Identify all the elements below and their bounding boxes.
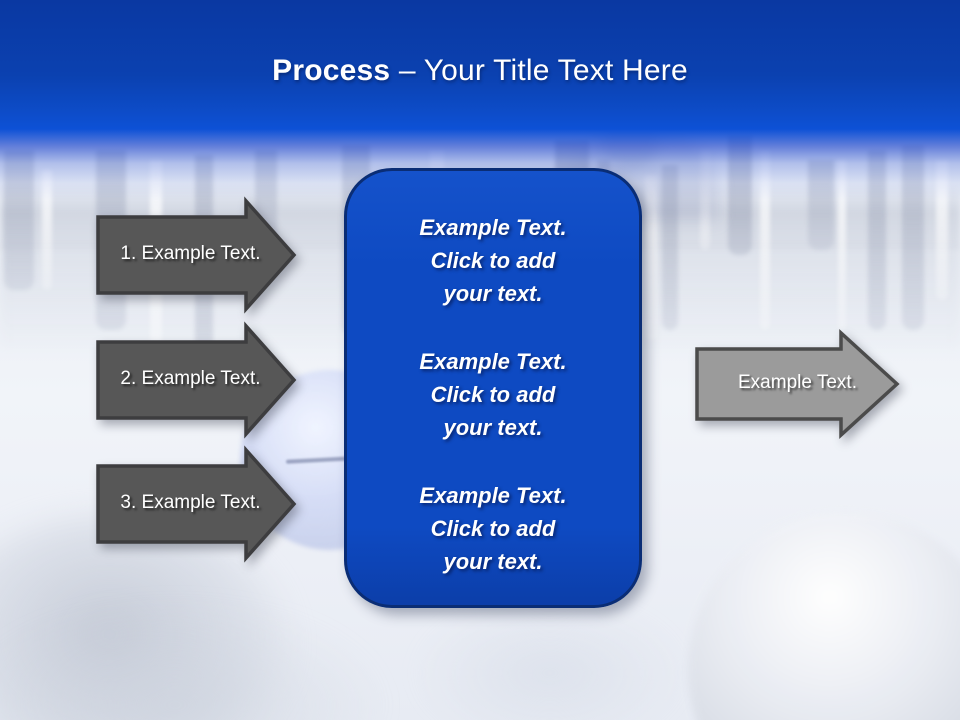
test-tube-streak <box>760 150 770 330</box>
output-arrow-label: Example Text. <box>738 372 857 394</box>
text-placeholder-1[interactable]: Example Text. Click to add your text. <box>419 215 567 306</box>
flask-blob-image <box>415 598 685 720</box>
text-placeholder-3[interactable]: Example Text. Click to add your text. <box>419 483 567 574</box>
process-arrow-3[interactable]: 3. Example Text. <box>96 445 297 563</box>
round-flask-image <box>688 512 960 720</box>
process-arrow-3-label: 3. Example Text. <box>120 492 261 514</box>
title-regular-text: – Your Title Text Here <box>390 54 688 87</box>
text-placeholder-2[interactable]: Example Text. Click to add your text. <box>419 349 567 440</box>
test-tube-streak <box>645 175 657 340</box>
process-arrow-1[interactable]: 1. Example Text. <box>96 196 297 314</box>
output-arrow[interactable]: Example Text. <box>695 329 900 439</box>
center-text-panel[interactable]: Example Text. Click to add your text. Ex… <box>344 168 642 608</box>
title-bold-text: Process <box>272 54 391 87</box>
test-tube-streak <box>42 170 52 290</box>
process-arrow-1-label: 1. Example Text. <box>120 243 261 265</box>
process-arrow-2[interactable]: 2. Example Text. <box>96 321 297 439</box>
page-title: Process – Your Title Text Here <box>0 54 960 88</box>
process-arrow-2-label: 2. Example Text. <box>120 368 261 390</box>
test-tube-streak <box>838 160 846 330</box>
flask-blob-image <box>0 600 390 720</box>
